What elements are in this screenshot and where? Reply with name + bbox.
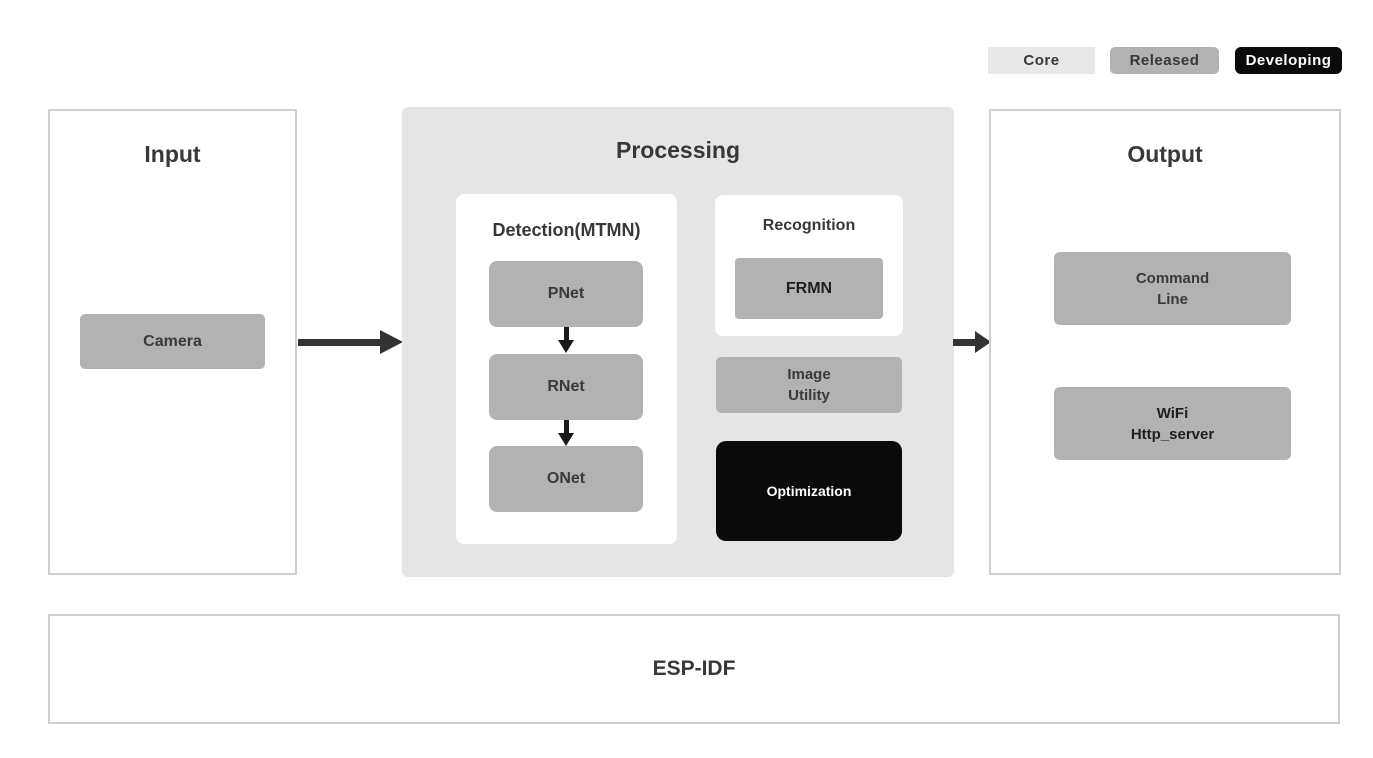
frmn-node-label: FRMN [785, 279, 833, 297]
onet-node-label: ONet [546, 470, 586, 487]
rnet-to-onet-arrowhead-icon [558, 433, 574, 446]
image-utility-label-line1: Image [787, 366, 831, 383]
detection-group: Detection(MTMN) PNet RNet ONet [456, 194, 677, 544]
recognition-group: Recognition FRMN [715, 195, 903, 336]
input-panel-title: Input [144, 141, 201, 167]
pnet-node-label: PNet [547, 285, 585, 302]
processing-panel-title: Processing [616, 137, 740, 163]
camera-node: Camera [80, 314, 265, 369]
processing-to-output-arrowhead-icon [975, 331, 991, 353]
esp-idf-panel: ESP-IDF [48, 614, 1340, 724]
image-utility-label-line2: Utility [788, 387, 830, 404]
wifi-http-server-node: WiFi Http_server [1054, 387, 1291, 460]
optimization-node-label: Optimization [766, 483, 852, 499]
input-panel: Input Camera [48, 109, 297, 575]
legend-badge-core: Core [988, 47, 1095, 74]
input-to-processing-arrow [298, 339, 380, 346]
command-line-node: Command Line [1054, 252, 1291, 325]
legend-badge-developing: Developing [1235, 47, 1342, 74]
pnet-to-rnet-arrowhead-icon [558, 340, 574, 353]
rnet-to-onet-arrow [564, 420, 569, 434]
rnet-node-label: RNet [547, 378, 585, 395]
frmn-node: FRMN [735, 258, 883, 319]
esp-idf-panel-title: ESP-IDF [652, 657, 736, 680]
legend-badge-released: Released [1110, 47, 1219, 74]
wifi-label-line1: WiFi [1156, 404, 1189, 422]
output-panel: Output Command Line WiFi Http_server [989, 109, 1341, 575]
image-utility-node: Image Utility [716, 357, 902, 413]
processing-panel: Processing Detection(MTMN) PNet RNet ONe… [402, 107, 954, 577]
processing-to-output-arrow [953, 339, 975, 346]
input-to-processing-arrowhead-icon [380, 330, 403, 354]
command-line-label-line1: Command [1135, 269, 1210, 287]
recognition-group-title: Recognition [762, 217, 856, 234]
command-line-label-line2: Line [1157, 290, 1188, 308]
wifi-label-line2: Http_server [1130, 425, 1215, 443]
output-panel-title: Output [1127, 141, 1203, 167]
pnet-to-rnet-arrow [564, 327, 569, 341]
pnet-node: PNet [489, 261, 643, 327]
detection-group-title: Detection(MTMN) [492, 220, 641, 240]
rnet-node: RNet [489, 354, 643, 420]
onet-node: ONet [489, 446, 643, 512]
optimization-node: Optimization [716, 441, 902, 541]
camera-node-label: Camera [143, 332, 202, 350]
